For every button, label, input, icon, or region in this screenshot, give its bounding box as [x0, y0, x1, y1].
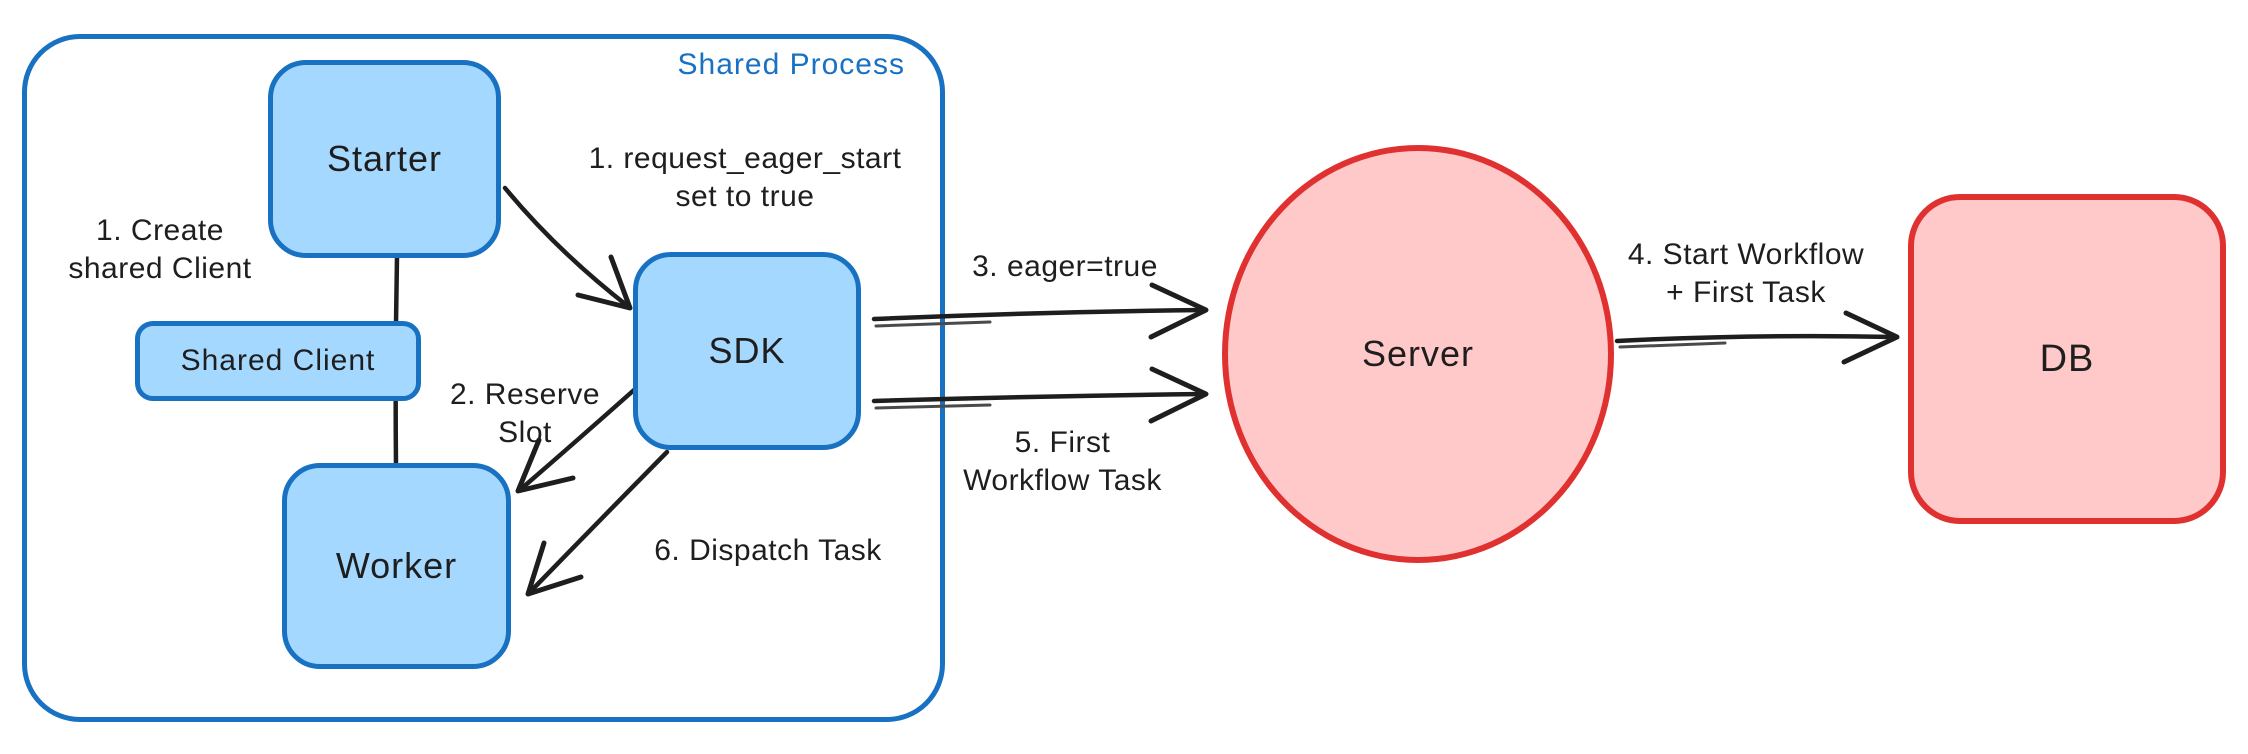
annotation-eager-true: 3. eager=true [972, 250, 1158, 283]
annotation-request-eager-start-line1: 1. request_eager_start [588, 142, 902, 175]
arrow-first-workflow-task-head [1148, 366, 1209, 424]
annotation-first-workflow-task-line1: 5. First [1014, 426, 1111, 459]
arrow-eager-true-head [1148, 282, 1209, 340]
annotation-start-workflow-line2: + First Task [1666, 276, 1826, 309]
arrow-eager-true-shaft [871, 307, 1207, 322]
node-worker: Worker [282, 463, 511, 669]
annotation-create-shared-client: 1. Create shared Client [35, 212, 285, 288]
annotation-create-shared-client-line1: 1. Create [96, 214, 224, 247]
annotation-first-workflow-task-line2: Workflow Task [963, 464, 1162, 497]
node-shared-client: Shared Client [135, 321, 421, 401]
node-sdk: SDK [633, 252, 861, 450]
node-db-label: DB [2039, 337, 2095, 380]
arrow-request-eager-start-head [575, 254, 633, 311]
node-sdk-label: SDK [708, 330, 786, 371]
arrow-start-workflow-overdraw [1618, 341, 1727, 349]
annotation-request-eager-start-line2: set to true [675, 180, 815, 213]
arrow-first-workflow-task-shaft [871, 391, 1207, 404]
annotation-start-workflow-line1: 4. Start Workflow [1627, 238, 1865, 271]
annotation-reserve-slot: 2. Reserve Slot [425, 376, 625, 452]
arrow-dispatch-task-shaft [528, 449, 670, 594]
arrow-reserve-slot-head [515, 437, 576, 494]
annotation-start-workflow: 4. Start Workflow + First Task [1596, 236, 1896, 312]
arrow-first-workflow-task-overdraw [874, 403, 992, 410]
arrow-request-eager-start-shaft [502, 185, 632, 310]
node-starter: Starter [268, 60, 501, 258]
annotation-dispatch-task: 6. Dispatch Task [654, 534, 882, 567]
shared-process-label: Shared Process [677, 48, 905, 81]
node-starter-label: Starter [326, 138, 443, 179]
arrow-dispatch-task-head [525, 540, 584, 597]
arrow-start-workflow-head [1841, 310, 1900, 365]
arrow-start-workflow-shaft [1614, 333, 1897, 344]
node-server: Server [1222, 145, 1614, 563]
node-server-label: Server [1361, 333, 1475, 374]
annotation-create-shared-client-line2: shared Client [68, 252, 252, 285]
annotation-first-workflow-task: 5. First Workflow Task [925, 424, 1200, 500]
node-db: DB [1908, 194, 2226, 524]
annotation-reserve-slot-line1: 2. Reserve [449, 378, 601, 411]
node-shared-client-label: Shared Client [180, 344, 376, 377]
annotation-reserve-slot-line2: Slot [498, 416, 552, 449]
shared-process-container [22, 34, 945, 722]
arrow-eager-true-overdraw [874, 320, 992, 328]
annotation-request-eager-start: 1. request_eager_start set to true [540, 140, 950, 216]
arrow-reserve-slot-shaft [518, 387, 637, 492]
node-worker-label: Worker [335, 545, 458, 586]
